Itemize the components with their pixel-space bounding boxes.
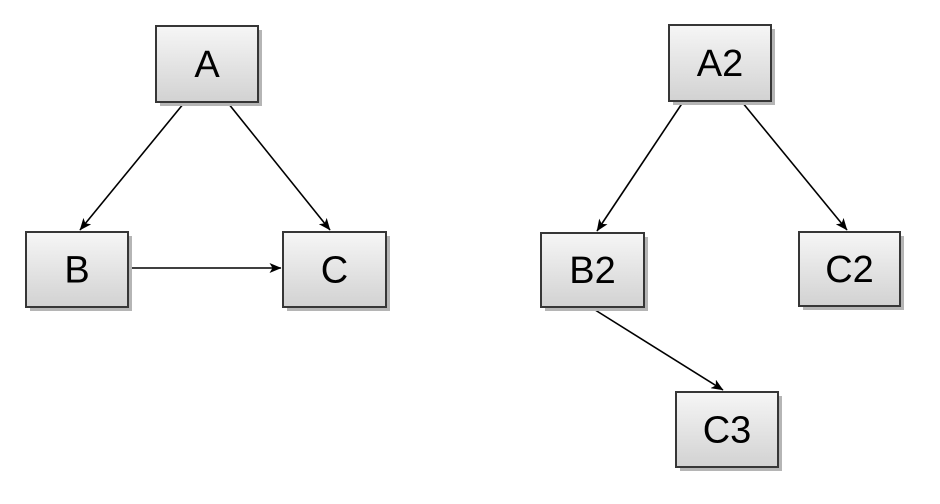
node-label-A: A [194, 44, 220, 86]
node-C: C [282, 231, 390, 311]
node-label-C2: C2 [825, 249, 874, 291]
node-B2: B2 [540, 232, 648, 311]
node-label-C3: C3 [703, 410, 752, 452]
node-A2: A2 [668, 24, 775, 105]
node-box [798, 231, 901, 307]
node-C2: C2 [798, 231, 904, 310]
edge-A2-C2 [741, 101, 848, 231]
node-B: B [25, 231, 132, 311]
node-label-B: B [64, 250, 89, 292]
node-box [540, 232, 645, 308]
node-label-C: C [321, 250, 348, 292]
edge-A-B [79, 102, 185, 231]
node-box [25, 231, 129, 308]
node-box [282, 231, 387, 308]
node-box [675, 391, 779, 468]
node-A: A [155, 25, 262, 106]
edge-A2-B2 [596, 101, 684, 232]
node-box [155, 25, 259, 103]
left-graph: A B C [25, 25, 390, 311]
edge-B2-C3 [591, 307, 724, 391]
node-label-B2: B2 [569, 250, 615, 292]
edge-A-C [227, 102, 331, 231]
node-label-A2: A2 [697, 43, 743, 85]
node-C3: C3 [675, 391, 782, 471]
node-box [668, 24, 772, 102]
